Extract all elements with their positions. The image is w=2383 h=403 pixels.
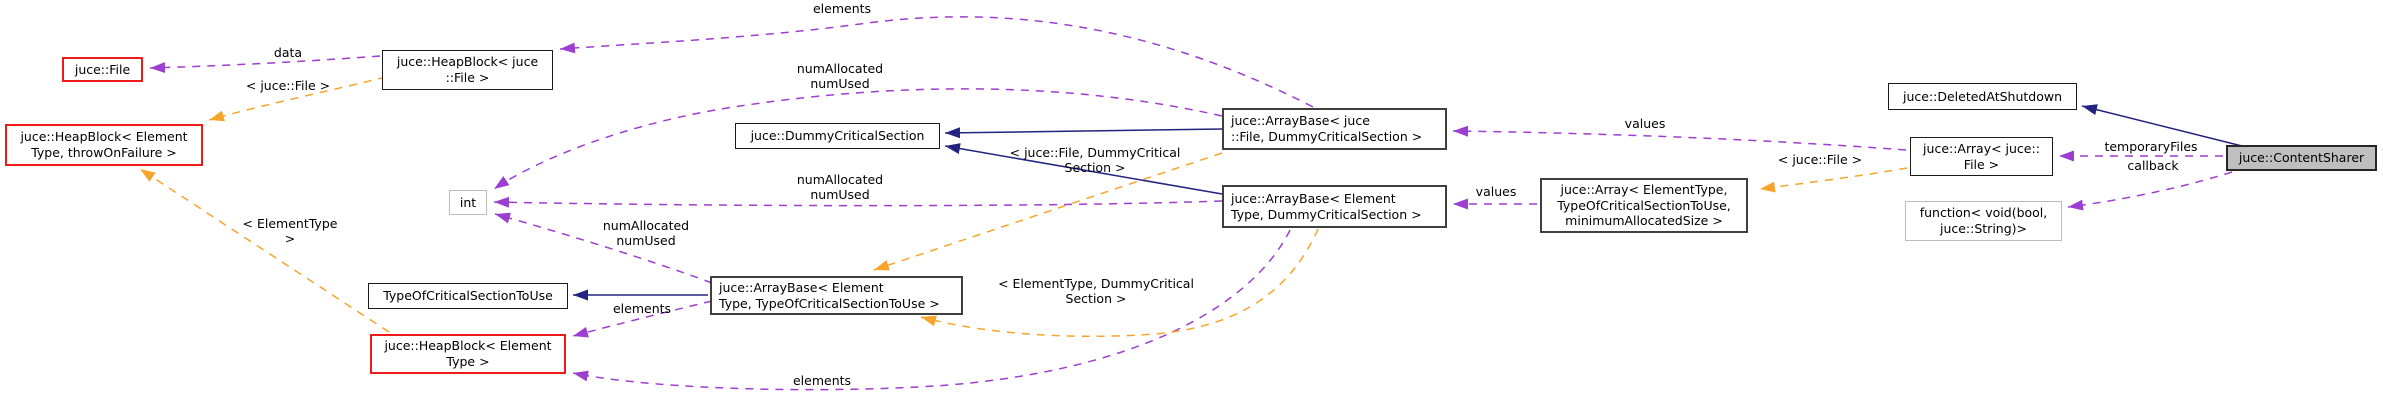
node-juce-file[interactable]: juce::File (62, 57, 143, 82)
node-dummycriticalsection[interactable]: juce::DummyCriticalSection (735, 123, 940, 149)
edge-tpl-heapblock-el (139, 168, 390, 333)
edge-callback (2067, 171, 2233, 211)
node-deletedatshutdown[interactable]: juce::DeletedAtShutdown (1888, 83, 2077, 110)
node-typeofcriticalsectiontouse[interactable]: TypeOfCriticalSectionToUse (368, 283, 568, 309)
edge-label-elements-far: elements (792, 373, 852, 388)
edge-label-values-file: values (1624, 116, 1666, 131)
edge-inherit-abel-dcs (944, 143, 1223, 195)
edge-label-num-mid: numAllocated numUsed (796, 172, 884, 202)
node-function-callback-type: function< void(bool, juce::String)> (1905, 201, 2062, 241)
edge-num-mid (493, 196, 1223, 208)
edge-tpl-arraybase-file (873, 152, 1223, 271)
edge-elements-top (559, 16, 1314, 108)
edge-label-callback: callback (2127, 158, 2179, 173)
node-arraybase-template[interactable]: juce::ArrayBase< Element Type, TypeOfCri… (710, 276, 963, 315)
edge-inherit-cs-das (2081, 104, 2243, 147)
edge-label-tpl-elementtype: < ElementType > (242, 216, 338, 246)
edge-label-data: data (273, 45, 303, 60)
edge-elements-far (572, 229, 1291, 391)
edge-inherit-abfile-dcs (944, 127, 1223, 139)
node-heapblock-elementtype[interactable]: juce::HeapBlock< Element Type > (370, 334, 566, 374)
edge-label-elements-near: elements (612, 301, 672, 316)
edge-label-elements-top: elements (812, 1, 872, 16)
node-array-template[interactable]: juce::Array< ElementType, TypeOfCritical… (1540, 178, 1748, 233)
edge-values-file (1452, 125, 1907, 151)
edge-label-values-el: values (1475, 184, 1517, 199)
node-contentsharer-current: juce::ContentSharer (2226, 145, 2377, 171)
node-heapblock-juce-file[interactable]: juce::HeapBlock< juce ::File > (382, 50, 553, 90)
edge-label-num-top: numAllocated numUsed (796, 61, 884, 91)
edge-label-num-bot: numAllocated numUsed (602, 218, 690, 248)
edge-label-tpl-juce-file-right: < juce::File > (1777, 152, 1863, 167)
edge-label-tpl-el-dcs: < ElementType, DummyCritical Section > (998, 276, 1194, 306)
edge-tpl-array-file (1759, 167, 1908, 193)
node-arraybase-elementtype-dcs[interactable]: juce::ArrayBase< Element Type, DummyCrit… (1222, 185, 1447, 228)
node-arraybase-file-dcs[interactable]: juce::ArrayBase< juce ::File, DummyCriti… (1222, 108, 1447, 150)
edge-label-tpl-juce-file-left: < juce::File > (245, 78, 331, 93)
node-int: int (449, 190, 487, 215)
edge-label-temporaryfiles: temporaryFiles (2104, 139, 2198, 154)
node-heapblock-template[interactable]: juce::HeapBlock< Element Type, throwOnFa… (5, 124, 203, 166)
edge-label-tpl-file-dcs: < juce::File, DummyCritical Section > (1009, 145, 1181, 175)
edge-num-top (493, 88, 1223, 190)
edge-elements-near (572, 300, 713, 338)
edge-tpl-heapblock-file (208, 76, 387, 122)
node-array-juce-file[interactable]: juce::Array< juce:: File > (1910, 137, 2053, 176)
